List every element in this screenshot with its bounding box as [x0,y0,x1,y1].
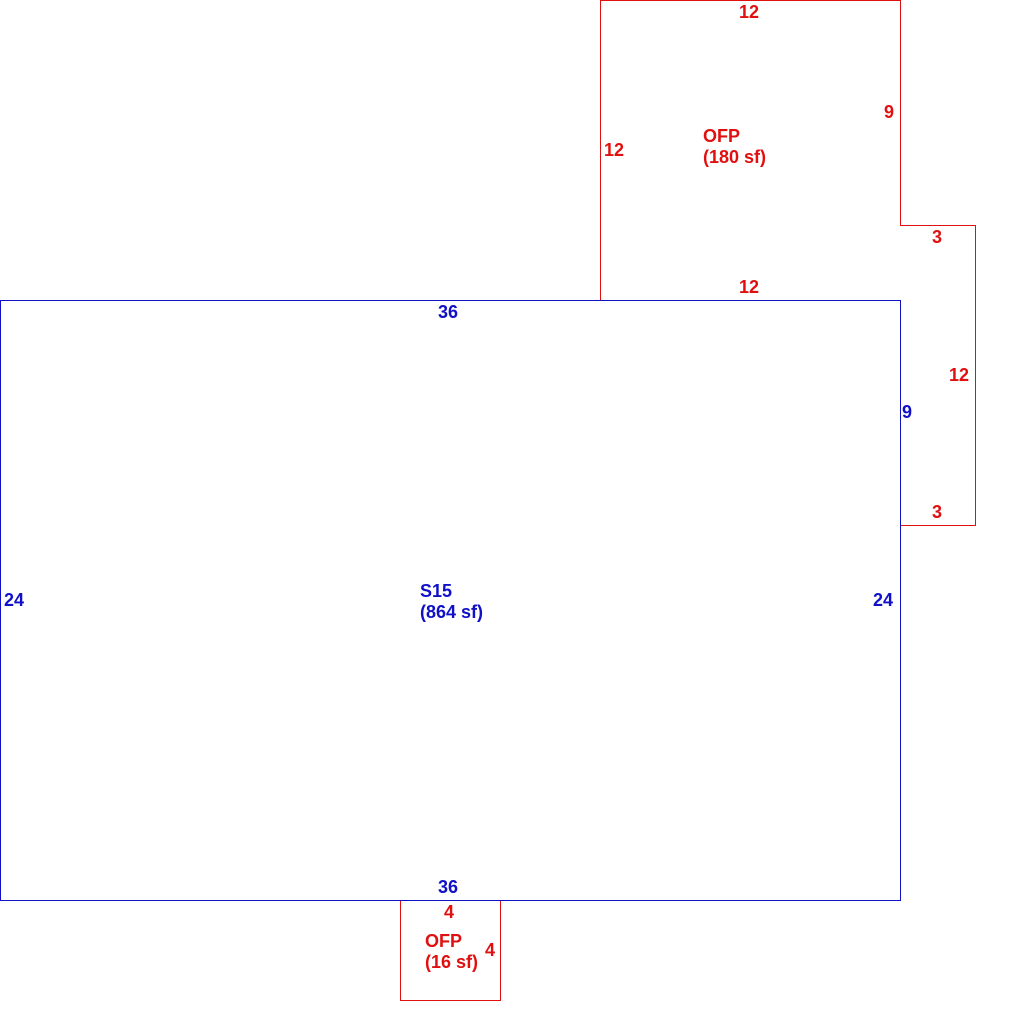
main-bottom-dimension: 36 [438,877,459,897]
porch-step-bottom-dimension: 3 [932,502,943,522]
main-left-dimension: 24 [4,590,25,610]
porch-top-dimension: 12 [739,2,760,22]
porch-large-area: (180 sf) [703,147,767,167]
small-top-dimension: 4 [444,902,455,922]
main-right-upper-dimension: 9 [902,402,913,422]
small-side-dimension: 4 [485,940,496,960]
porch-right-dimension: 9 [884,102,895,122]
porch-large-code: OFP [703,126,741,146]
porch-step-side-dimension: 12 [949,365,970,385]
main-structure-area: (864 sf) [420,602,484,622]
open-frame-porch-large-outline [600,0,976,526]
main-structure-outline [0,300,901,901]
main-right-dimension: 24 [873,590,894,610]
main-structure-code: S15 [420,581,453,601]
porch-left-dimension: 12 [604,140,625,160]
porch-bottom-dimension: 12 [739,277,760,297]
porch-step-top-dimension: 3 [932,227,943,247]
porch-small-code: OFP [425,931,463,951]
main-top-dimension: 36 [438,302,459,322]
porch-small-area: (16 sf) [425,952,479,972]
